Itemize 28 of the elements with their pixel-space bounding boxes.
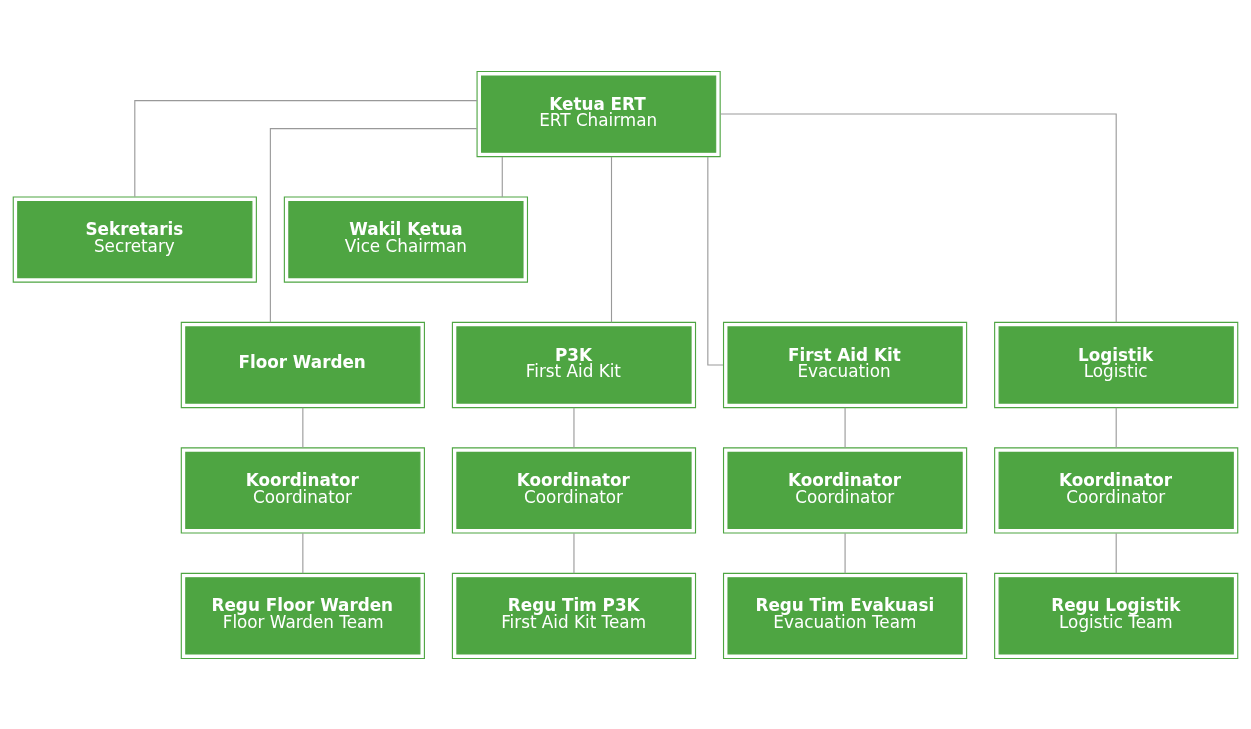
connector <box>844 532 846 574</box>
node-box: P3K First Aid Kit <box>451 321 697 408</box>
node-box: Ketua ERT ERT Chairman <box>476 70 721 157</box>
node-box: Koordinator Coordinator <box>994 446 1239 534</box>
connector <box>269 127 478 323</box>
node-box: Regu Tim P3K First Aid Kit Team <box>451 572 697 659</box>
node-box: First Aid Kit Evacuation <box>722 321 968 408</box>
connector <box>302 532 304 574</box>
node-box: Logistik Logistic <box>994 321 1239 408</box>
connector <box>719 113 1117 323</box>
connector <box>1115 532 1117 574</box>
connector <box>610 155 613 323</box>
connector <box>134 99 478 197</box>
connector <box>501 155 503 197</box>
node-box: Regu Logistik Logistic Team <box>994 572 1239 659</box>
node-box: Koordinator Coordinator <box>451 446 697 534</box>
node-box: Floor Warden <box>180 321 425 408</box>
node-box: Koordinator Coordinator <box>180 446 425 534</box>
connector <box>302 406 304 448</box>
node-box: Regu Floor Warden Floor Warden Team <box>180 572 425 659</box>
node-box: Wakil Ketua Vice Chairman <box>283 195 529 283</box>
connector <box>844 406 846 448</box>
connector <box>573 532 575 574</box>
connector <box>1115 406 1117 448</box>
connector <box>573 406 575 448</box>
node-box: Regu Tim Evakuasi Evacuation Team <box>722 572 968 659</box>
node-box: Sekretaris Secretary <box>12 195 257 283</box>
node-box: Koordinator Coordinator <box>722 446 968 534</box>
